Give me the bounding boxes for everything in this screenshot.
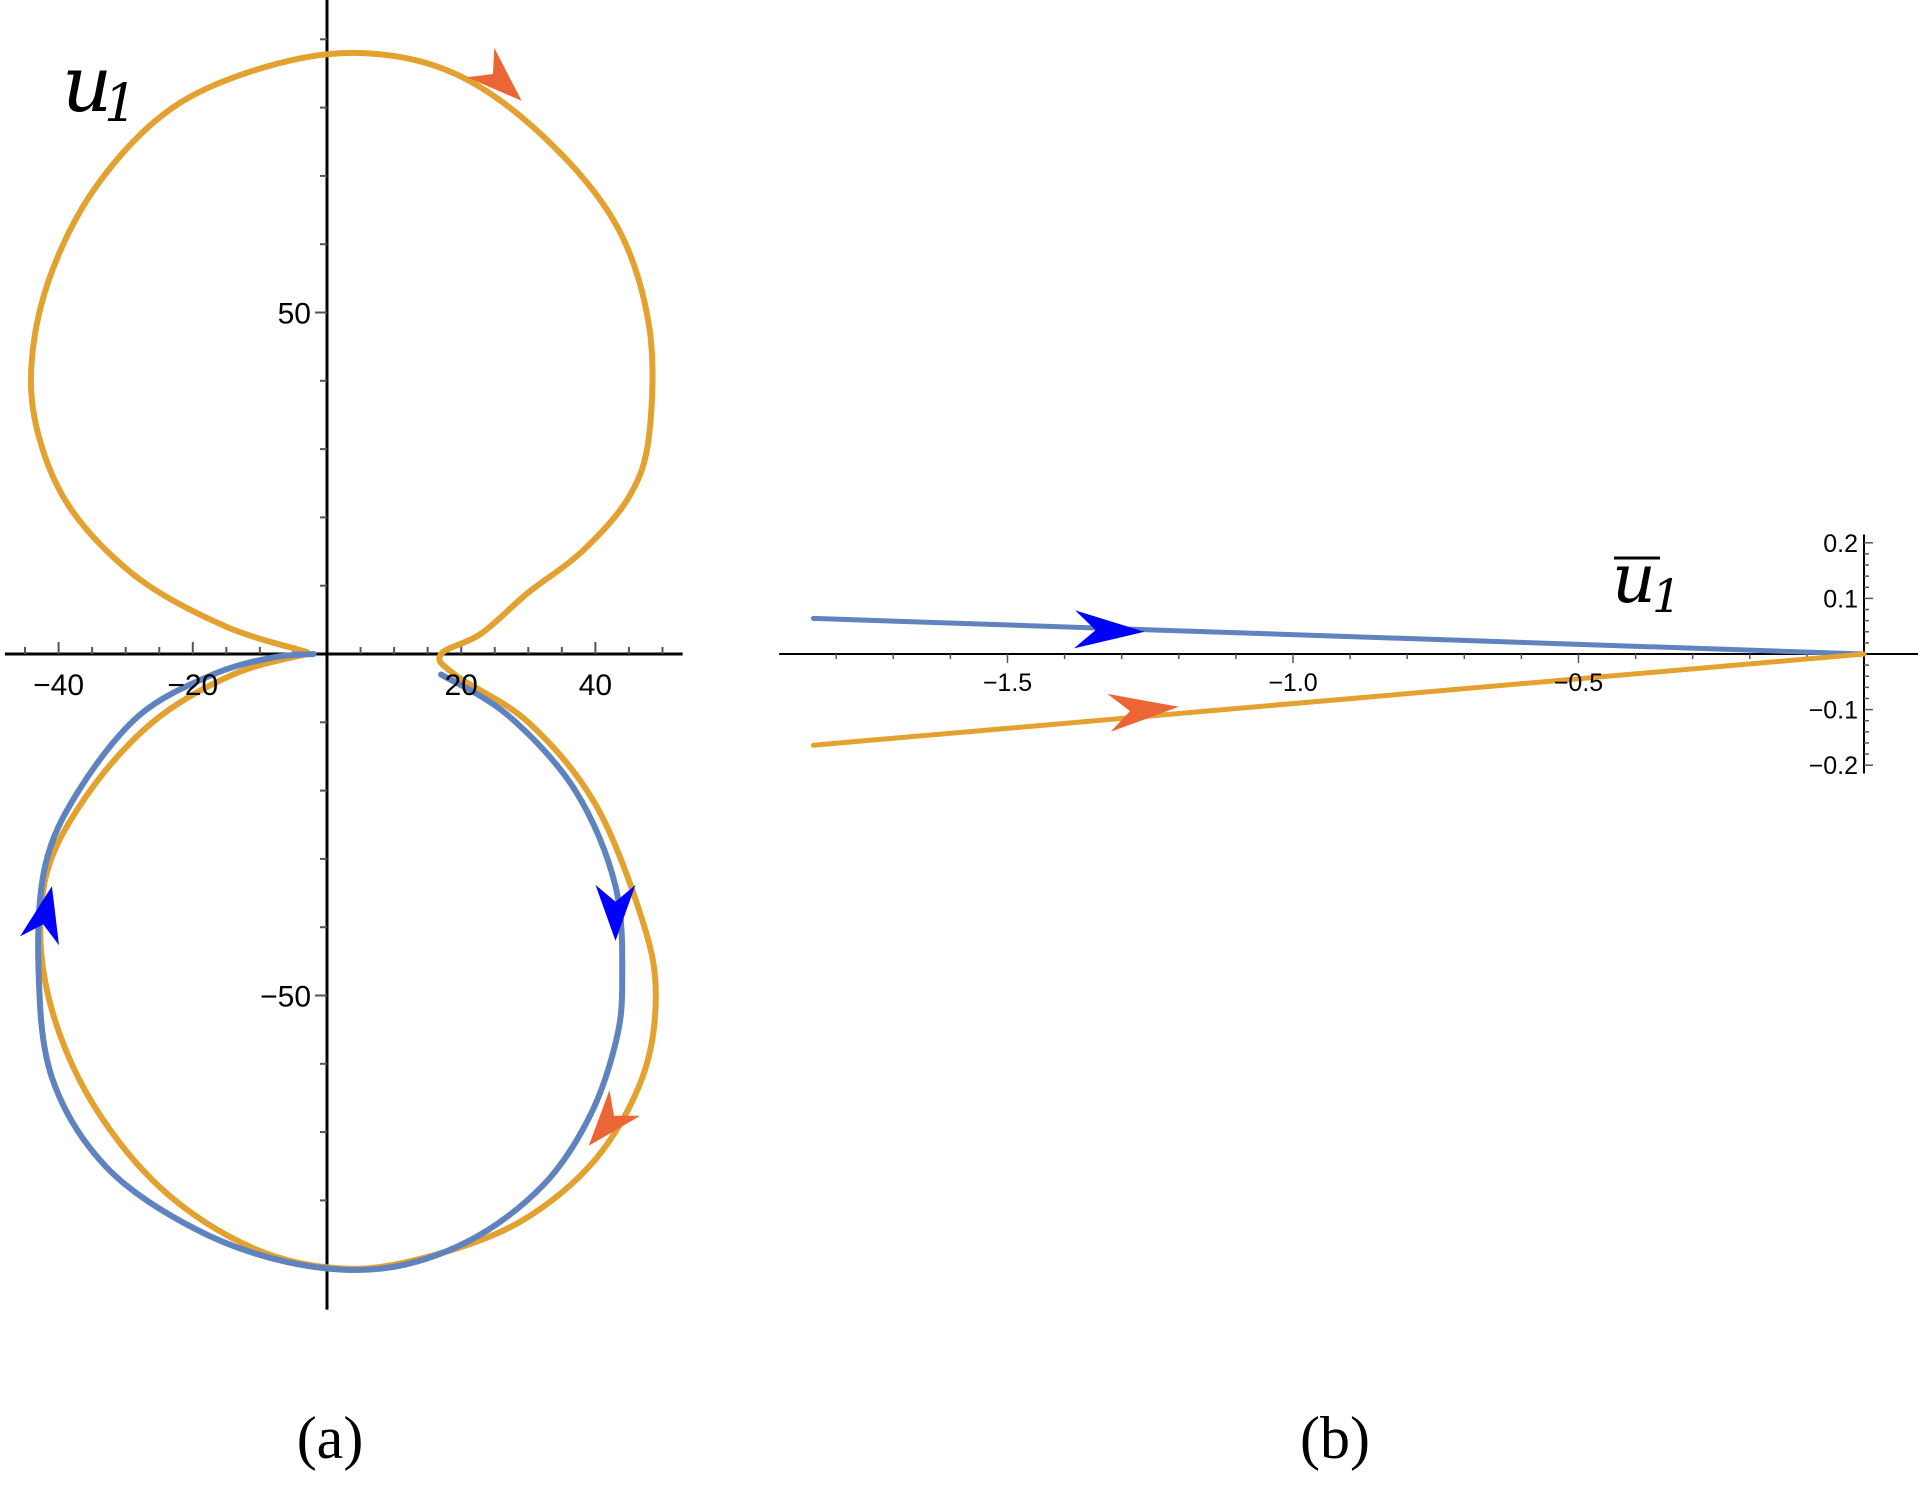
panel-a-axes	[4, 0, 683, 1310]
panel-b-arrow-blue	[1073, 610, 1145, 649]
panel-b-series	[810, 615, 1867, 748]
panel-b-axis-label: u	[1612, 540, 1656, 619]
panel-b-arrow-orange	[1107, 693, 1179, 732]
panel-a-axis-subscript: 1	[104, 74, 137, 134]
panel-a-arrow-orange	[588, 1090, 641, 1146]
panel-b-series-orange	[810, 651, 1867, 748]
panel-a-x-tick-label: 20	[445, 669, 478, 702]
panel-a-y-tick-label: −50	[260, 981, 311, 1014]
panel-a-arrow-blue	[20, 886, 59, 946]
panel-a-arrow-orange	[467, 47, 522, 101]
panel-b-y-tick-label: 0.2	[1823, 530, 1858, 558]
panel-b-x-tick-label: −1.5	[983, 669, 1032, 697]
panel-a-axis-label: u	[62, 40, 112, 130]
panel-b-y-tick-label: 0.1	[1823, 585, 1858, 613]
panel-a-x-tick-label: −40	[33, 669, 84, 702]
panel-b-tick-labels: −1.5 −1.0 −0.5 0.2 0.1 −0.1 −0.2	[983, 530, 1858, 780]
panel-a-label: (a)	[297, 1405, 364, 1471]
panel-b-axis-subscript: 1	[1652, 569, 1681, 623]
panel-b-y-tick-label: −0.1	[1809, 697, 1858, 725]
panel-a-series-orange	[27, 49, 659, 1272]
panel-a-tick-labels: −40 −20 20 40 50 −50	[33, 298, 612, 1014]
panel-a-arrows	[20, 47, 641, 1146]
panel-b-y-tick-label: −0.2	[1809, 752, 1858, 780]
panel-b-axes	[779, 534, 1918, 774]
panel-a-plot: −40 −20 20 40 50 −50 u 1 (a)	[4, 0, 683, 1471]
panel-a-x-tick-label: 40	[579, 669, 612, 702]
panel-b-x-tick-label: −0.5	[1554, 669, 1603, 697]
panel-a-arrow-blue	[595, 884, 636, 941]
panel-b-x-tick-label: −1.0	[1268, 669, 1317, 697]
panel-a-series	[27, 49, 659, 1274]
panel-b-arrows	[1073, 610, 1179, 732]
panel-b-plot: −1.5 −1.0 −0.5 0.2 0.1 −0.1 −0.2 u 1 (b)	[779, 530, 1918, 1471]
panel-a-x-tick-label: −20	[167, 669, 218, 702]
panel-b-label: (b)	[1300, 1405, 1370, 1471]
panel-b-series-blue	[810, 615, 1867, 657]
panel-a-y-tick-label: 50	[278, 298, 311, 331]
